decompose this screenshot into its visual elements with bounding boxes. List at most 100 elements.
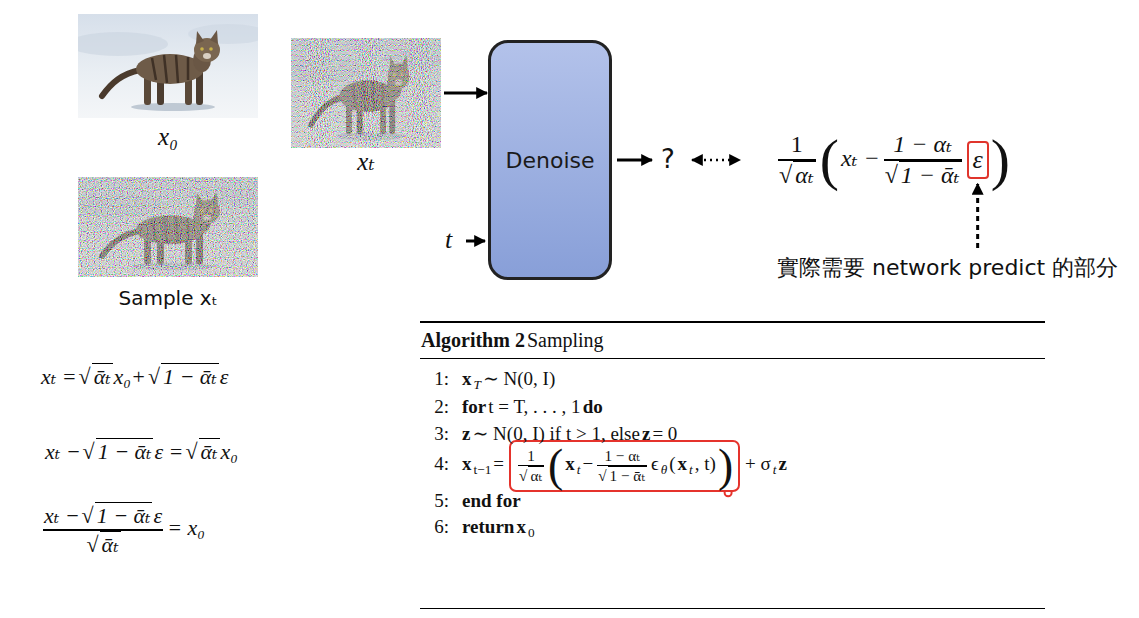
- algorithm-text: T: [474, 377, 481, 392]
- denominator: √αₜ: [778, 161, 816, 190]
- formula-part: αₜ: [530, 467, 542, 484]
- epsilon-symbol: ε: [973, 145, 983, 174]
- formula-part: 1 − ᾱₜ: [610, 467, 645, 484]
- formula-part: 1 − αₜ: [604, 447, 639, 464]
- formula: ?: [660, 144, 676, 175]
- radical-sign: √: [83, 439, 95, 464]
- algorithm-heading: Algorithm 2Sampling: [420, 327, 605, 353]
- dotted-double-arrow: [692, 159, 740, 162]
- formula-part: ): [718, 443, 733, 489]
- radicand: 1 − ᾱₜ: [96, 438, 154, 464]
- algorithm-text: z: [462, 423, 470, 444]
- formula: ): [990, 131, 1011, 189]
- radicand: ᾱₜ: [100, 531, 121, 557]
- algorithm-text: 3:: [421, 422, 449, 447]
- formula-part: ᾱₜ: [94, 364, 111, 389]
- denominator: √1 − ᾱₜ: [884, 161, 962, 190]
- formula-part: ε: [153, 503, 162, 528]
- formula: 實際需要 network predict 的部分: [776, 255, 1119, 281]
- numerator: 1 − αₜ: [892, 130, 953, 159]
- flow-arrow: [444, 92, 487, 95]
- formula-part: xₜ =: [41, 364, 77, 389]
- radical-sign: √: [82, 503, 94, 528]
- denominator: √ᾱₜ: [86, 531, 121, 558]
- formula-part: t: [445, 225, 452, 254]
- image-caption: xₜ: [357, 148, 374, 175]
- formula: 1√αₜ(xₜ −1 − αₜ√1 − ᾱₜ: [775, 130, 965, 189]
- radical-sign: √: [885, 162, 898, 188]
- box-label: Denoise: [506, 148, 595, 173]
- algorithm-text: = 0: [652, 423, 677, 444]
- algorithm-box: 1√αₜ(xt−1 − αₜ√1 − ᾱₜϵθ(xt, t))Algorithm…: [420, 321, 1045, 609]
- formula-part: 1 − αₜ: [893, 131, 952, 157]
- image-caption: Sample xₜ: [118, 286, 217, 310]
- formula-part: (: [669, 453, 675, 474]
- algorithm-text: x: [462, 368, 472, 389]
- algorithm-text: Sampling: [527, 329, 604, 351]
- formula: xₜ −√1 − ᾱₜε√ᾱₜ= x₀: [40, 502, 206, 558]
- input-arrow: [466, 240, 485, 243]
- formula-part: x₀: [221, 439, 238, 464]
- algorithm-text: z: [779, 453, 787, 474]
- numerator: 1: [790, 130, 804, 159]
- image-caption-row: Sample xₜ: [78, 283, 258, 315]
- formula-part: 實際需要 network predict 的部分: [777, 255, 1118, 280]
- image-node: xₜ: [291, 38, 441, 180]
- formula-part: ε =: [154, 439, 183, 464]
- formula-part: ᾱₜ: [102, 532, 119, 557]
- numerator: xₜ −√1 − ᾱₜε: [43, 502, 163, 529]
- algorithm-text: 5:: [421, 489, 449, 514]
- radical-sign: √: [148, 364, 160, 389]
- algorithm-line: 3:z∼ N(0, I) if t > 1, elsez= 0: [420, 422, 678, 447]
- image-caption-row: xₜ: [291, 147, 441, 180]
- formula-part: ᾱₜ: [201, 439, 218, 464]
- cat-photo: [78, 14, 258, 118]
- fraction: 1 − αₜ √1 − ᾱₜ: [884, 130, 962, 189]
- formula-part: −: [583, 453, 594, 474]
- noisy-cat-image: [78, 177, 258, 277]
- formula-part: ϵ: [651, 453, 659, 474]
- algorithm-text: 2:: [421, 395, 449, 420]
- algorithm-text: 0: [528, 525, 535, 540]
- output-arrow: [617, 159, 652, 162]
- algorithm-text: return: [462, 516, 514, 537]
- formula-part: xₜ −: [45, 439, 81, 464]
- radicand: 1 − ᾱₜ: [95, 502, 153, 528]
- algorithm-text: + σ: [745, 453, 771, 474]
- formula-part: 1: [791, 131, 803, 157]
- algorithm-text: t = T, . . . , 1: [488, 396, 580, 417]
- fraction: 1√αₜ: [518, 447, 544, 486]
- formula-part: (: [548, 443, 563, 489]
- noisy-cat-image: [291, 38, 441, 148]
- radical-sign: √: [779, 162, 792, 188]
- formula-part: x: [678, 453, 688, 474]
- formula-part: x₀+: [114, 364, 146, 389]
- numerator: 1: [526, 447, 536, 465]
- radical-sign: √: [87, 532, 99, 557]
- fraction: 1 √αₜ: [778, 130, 816, 189]
- algorithm-text: 4:: [421, 452, 449, 477]
- fraction: xₜ −√1 − ᾱₜε√ᾱₜ: [43, 502, 163, 558]
- algorithm-text: do: [583, 396, 603, 417]
- radical-sign: √: [598, 467, 606, 484]
- image-caption: x₀: [158, 123, 178, 150]
- radicand: 1 − ᾱₜ: [608, 466, 647, 484]
- algorithm-text: x: [516, 516, 526, 537]
- numerator: 1 − αₜ: [603, 447, 640, 465]
- formula-part: θ: [661, 462, 668, 477]
- process-box: Denoise: [488, 40, 612, 280]
- formula-part: 1: [527, 447, 535, 464]
- image-caption-row: x₀: [78, 122, 258, 155]
- formula-part: 1 − ᾱₜ: [98, 439, 152, 464]
- formula-part: (: [820, 131, 839, 189]
- algorithm-text: x: [462, 453, 472, 474]
- algorithm-text: t−1: [474, 462, 492, 477]
- algorithm-text: z: [642, 423, 650, 444]
- algorithm-text: for: [462, 396, 486, 417]
- formula-part: ?: [661, 144, 675, 174]
- formula-part: 1 − ᾱₜ: [901, 162, 960, 188]
- radical-sign: √: [79, 364, 91, 389]
- algorithm-line: 6:returnx0: [420, 515, 536, 541]
- radicand: αₜ: [793, 161, 816, 190]
- algorithm-text: end for: [462, 490, 521, 511]
